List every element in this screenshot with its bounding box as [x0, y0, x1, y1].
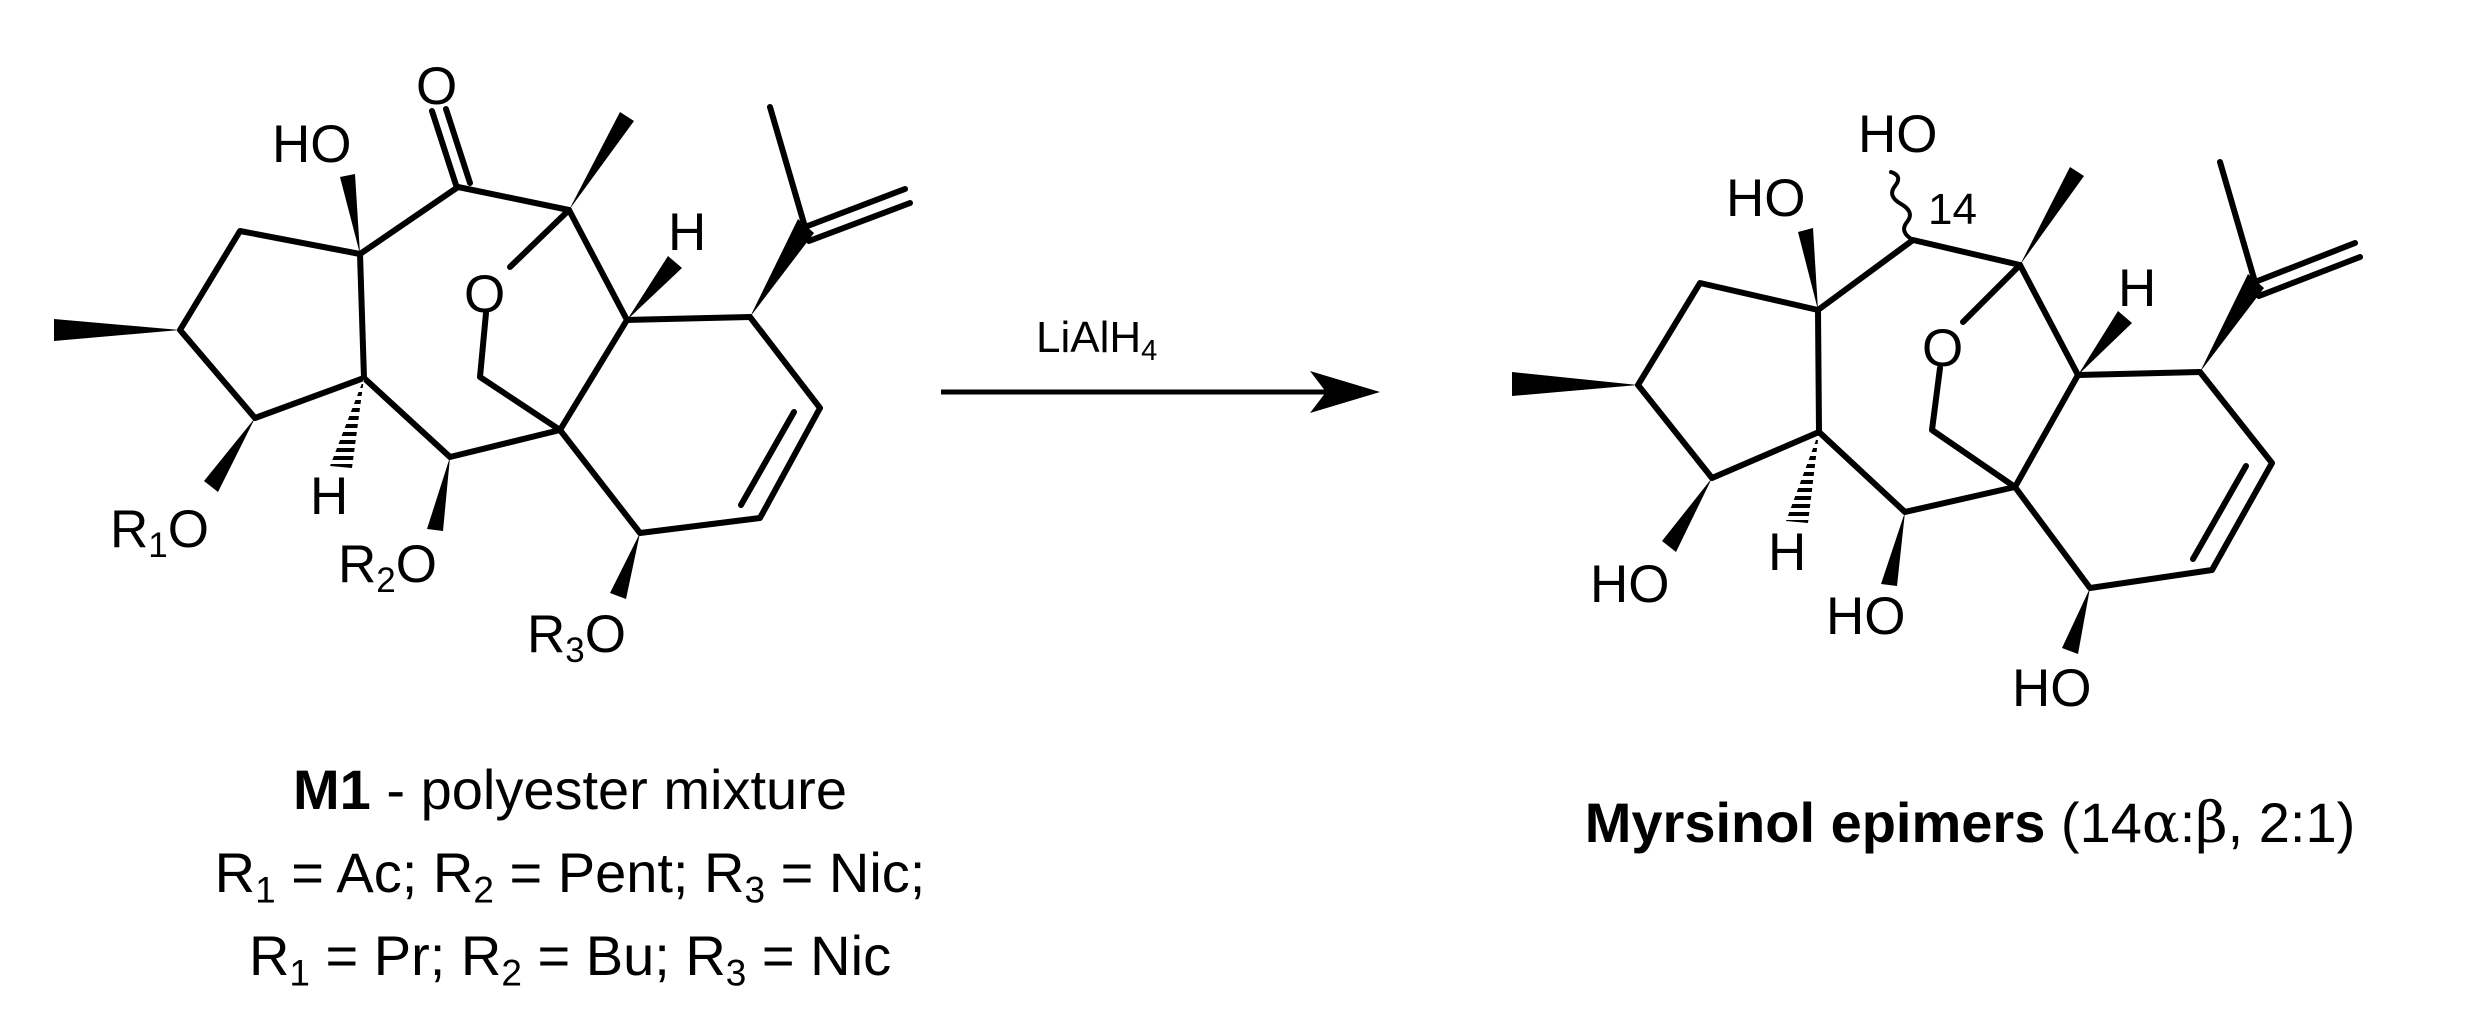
m1-r2o-index: 2	[376, 560, 396, 600]
myr-methyl-wedge-top	[2020, 167, 2084, 265]
m1-compound-name: M1	[293, 758, 371, 821]
m1-ring-double-bond	[738, 409, 797, 508]
m1-h-wedge	[627, 256, 682, 320]
line2-r2-index: 2	[501, 952, 522, 994]
m1-r2o-o: O	[395, 535, 437, 594]
alpha-symbol: α	[2141, 791, 2180, 856]
beta-symbol: β	[2195, 791, 2228, 856]
myrsinol-detail-open: (14	[2045, 791, 2142, 854]
myr-h-top-label: H	[2118, 259, 2157, 318]
reagent-label: LiAlH4	[1036, 313, 1157, 366]
m1-r2o-label: R2O	[338, 535, 437, 598]
m1-r3o-r: R	[527, 605, 566, 664]
myr-h-bottom-label: H	[1768, 523, 1807, 582]
m1-ho-wedge	[340, 174, 360, 254]
line1-r2-value: = Pent;	[493, 841, 705, 904]
reaction-arrow	[941, 371, 1380, 413]
m1-structure	[54, 104, 913, 599]
m1-compound-description: - polyester mixture	[370, 758, 847, 821]
m1-cyclopentane-ring	[177, 228, 367, 421]
m1-h-bottom-label: H	[310, 467, 349, 526]
myr-ho-bottom-label: HO	[2012, 659, 2092, 718]
line1-r1: R	[214, 841, 256, 904]
myr-bridge-o-label: O	[1922, 319, 1964, 378]
myrsinol-compound-name: Myrsinol epimers	[1584, 791, 2046, 854]
m1-r2o-r: R	[338, 535, 377, 594]
line2-r1-value: = Pr;	[309, 924, 461, 987]
line2-r3-index: 3	[725, 952, 747, 994]
line2-r1: R	[248, 924, 290, 987]
line1-r3: R	[704, 841, 745, 904]
m1-bridge-o-label: O	[464, 265, 506, 324]
line2-r3: R	[685, 924, 726, 987]
m1-caption-line1: R1 = Ac; R2 = Pent; R3 = Nic;	[0, 845, 1140, 909]
m1-ho-label: HO	[272, 115, 352, 174]
m1-r2o-wedge	[427, 457, 450, 531]
m1-r1o-label: R1O	[110, 500, 209, 563]
line2-r3-value: = Nic	[746, 924, 892, 987]
myr-h-hash-wedge	[1786, 432, 1819, 523]
m1-r1o-wedge	[204, 418, 255, 492]
m1-h-hash-wedge	[330, 378, 364, 468]
myr-ether-bridge	[1929, 262, 2023, 490]
myrsinol-caption: Myrsinol epimers (14α:β, 2:1)	[1500, 795, 2440, 852]
m1-isopropenyl-wedge	[750, 219, 814, 317]
m1-caption-line2: R1 = Pr; R2 = Bu; R3 = Nic	[0, 928, 1140, 992]
myr-h-wedge	[2078, 311, 2132, 375]
m1-r1o-o: O	[167, 500, 209, 559]
myr-isopropenyl	[2217, 159, 2363, 299]
myr-ho-mid-label: HO	[1826, 587, 1906, 646]
myr-14-label: 14	[1928, 185, 1977, 234]
m1-caption-title: M1 - polyester mixture	[0, 762, 1140, 818]
line2-r2: R	[460, 924, 502, 987]
myr-cyclopentane-ring	[1635, 280, 1822, 481]
myr-isopropenyl-wedge	[2200, 274, 2264, 372]
myr-ho14-label: HO	[1858, 105, 1938, 164]
myr-ring-double-bond	[2190, 463, 2249, 562]
m1-methyl-wedge-top	[569, 112, 634, 210]
myrsinol-structure	[1512, 159, 2363, 654]
m1-r1o-index: 1	[148, 525, 168, 565]
myr-ho-mid-wedge	[1881, 512, 1905, 586]
m1-cyclohexene-ring	[557, 314, 823, 536]
m1-r3o-index: 3	[565, 630, 585, 670]
line1-r1-index: 1	[255, 869, 276, 911]
line1-r1-value: = Ac;	[275, 841, 433, 904]
myr-ho-bottom-wedge	[2062, 588, 2090, 654]
myrsinol-detail-close: , 2:1)	[2227, 791, 2356, 854]
m1-methyl-wedge-left	[54, 319, 180, 341]
m1-h-top-label: H	[668, 203, 707, 262]
m1-isopropenyl	[767, 104, 913, 244]
m1-carbonyl-o-label: O	[416, 57, 458, 116]
line2-r1-index: 1	[289, 952, 310, 994]
ratio-colon: :	[2179, 791, 2196, 854]
myr-cyclohexene-ring	[2012, 369, 2275, 591]
reagent-formula: LiAlH	[1036, 313, 1142, 362]
m1-r1o-r: R	[110, 500, 149, 559]
m1-r3o-o: O	[584, 605, 626, 664]
myr-c14-wavy-bond	[1889, 170, 1915, 242]
myr-ho-quat-label: HO	[1726, 169, 1806, 228]
m1-carbonyl-bond	[429, 106, 473, 188]
m1-ether-bridge	[477, 207, 572, 433]
line1-r2: R	[432, 841, 474, 904]
line1-r3-value: = Nic;	[765, 841, 926, 904]
myr-ho-left-wedge	[1662, 478, 1712, 552]
myr-ho-left-label: HO	[1590, 555, 1670, 614]
line2-r2-value: = Bu;	[521, 924, 686, 987]
reagent-subscript: 4	[1141, 335, 1158, 368]
line1-r3-index: 3	[744, 869, 766, 911]
m1-r3o-label: R3O	[527, 605, 626, 668]
line1-r2-index: 2	[473, 869, 494, 911]
myr-ho-quat-wedge	[1798, 228, 1818, 310]
m1-r3o-wedge	[610, 533, 640, 599]
myr-methyl-wedge-left	[1512, 372, 1638, 396]
